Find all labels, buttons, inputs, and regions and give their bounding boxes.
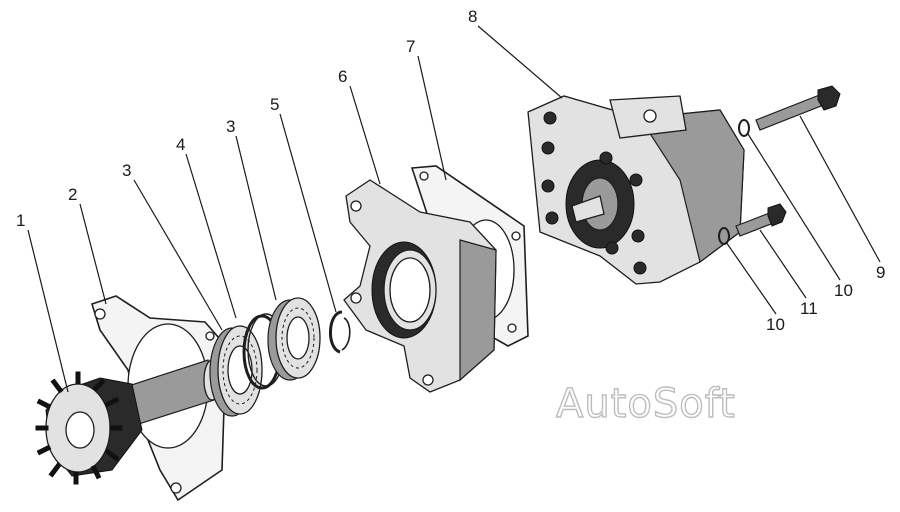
part-1-gear-shaft [35,359,221,485]
callout-4: 4 [176,135,185,154]
callout-labels: 1 2 3 4 3 5 6 7 8 9 10 11 10 [16,7,885,334]
part-9-long-bolt [755,85,841,131]
leader-1 [27,229,69,393]
callout-1: 1 [16,211,25,230]
leader-5 [279,113,337,313]
leader-9 [799,115,881,263]
part-10-washer-upper [738,119,750,137]
leader-10a [747,133,841,281]
part-10-washer-lower [718,227,730,245]
callout-7: 7 [406,37,415,56]
callout-2: 2 [68,185,77,204]
leader-lines [27,25,881,393]
leader-2 [79,203,107,305]
callout-9: 9 [876,263,885,282]
part-8-pump-body [527,95,745,285]
callout-3-left: 3 [122,161,131,180]
callout-11: 11 [800,299,818,318]
callout-8: 8 [468,7,477,26]
watermark: AutoSoft [556,381,736,427]
leader-8 [477,25,563,99]
callout-5: 5 [270,95,279,114]
callout-3-right: 3 [226,117,235,136]
leader-6 [349,85,381,185]
callout-10-lower: 10 [766,315,785,334]
part-5-snap-ring [328,310,351,354]
leader-10b [725,241,777,315]
part-6-bearing-housing [343,179,497,393]
callout-10-upper: 10 [834,281,853,300]
leader-7 [417,55,447,181]
part-3-bearing-left [209,325,263,417]
part-3-bearing-right [267,297,321,381]
leader-4 [185,153,237,319]
leader-11 [759,229,807,299]
part-11-short-bolt [735,203,787,237]
leader-3b [235,135,277,301]
leader-3a [133,179,223,331]
callout-6: 6 [338,67,347,86]
